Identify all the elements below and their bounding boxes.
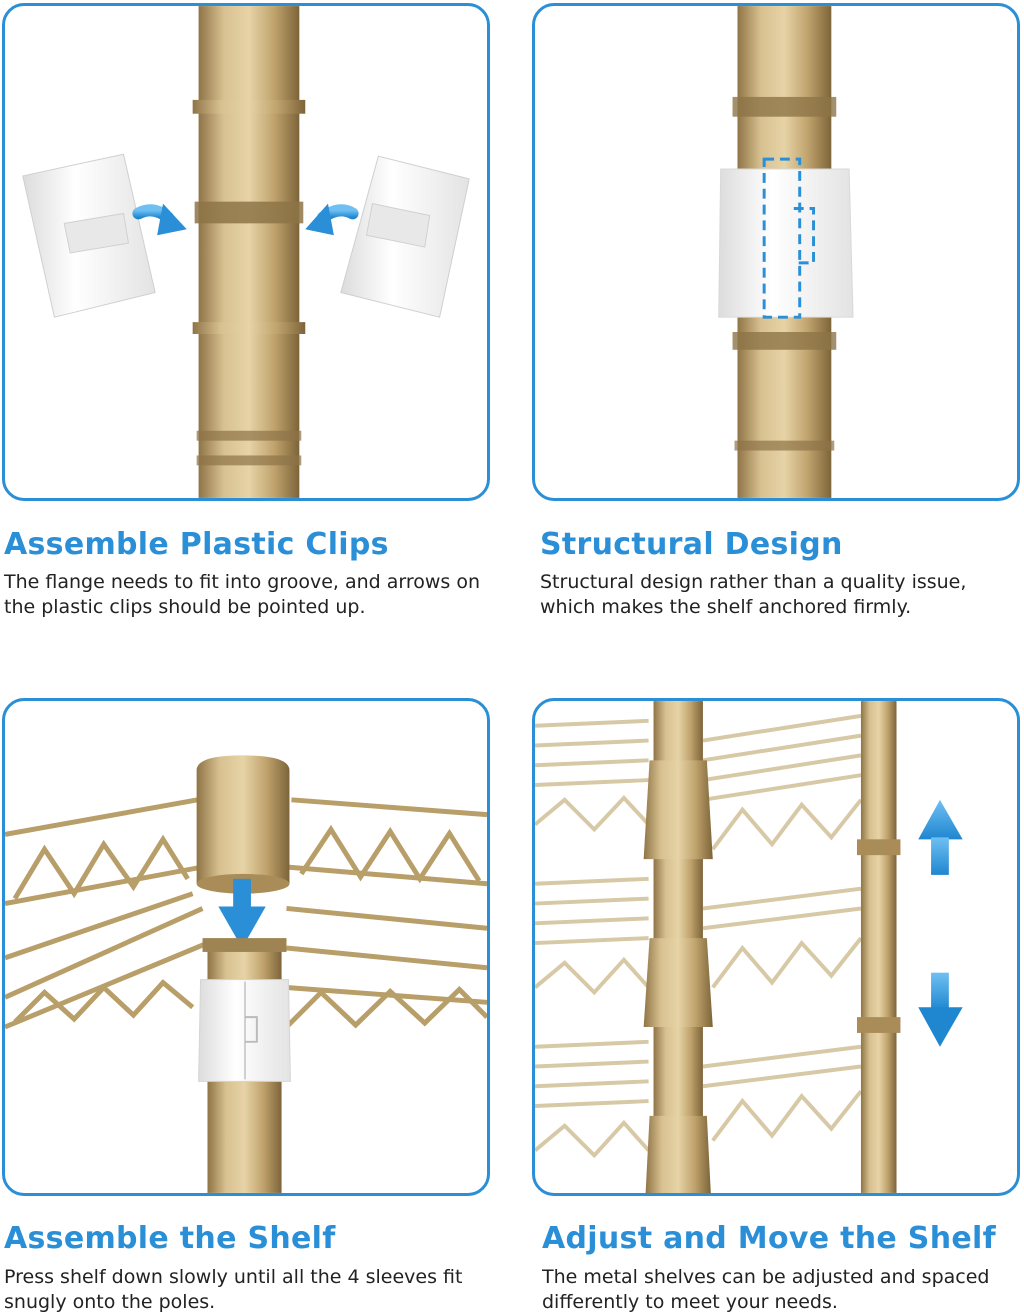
arrow-right-icon [132, 203, 187, 236]
panel-adjust-shelf [532, 698, 1020, 1196]
multi-shelf-illustration [535, 701, 963, 1193]
arrow-down-icon [218, 878, 266, 948]
wire-shelves [535, 713, 863, 1159]
panel-3-title: Assemble the Shelf [4, 1221, 336, 1256]
back-pole [856, 701, 901, 1193]
panel-assemble-clips [2, 3, 490, 501]
arrow-up-icon [918, 799, 963, 875]
panel-4-title: Adjust and Move the Shelf [542, 1221, 996, 1256]
corner-sleeve [196, 755, 290, 894]
panel-4-description: The metal shelves can be adjusted and sp… [542, 1266, 990, 1313]
arrow-left-icon [305, 203, 359, 236]
panel-assemble-shelf [2, 698, 490, 1196]
pole-with-mounted-clip-illustration [718, 6, 854, 498]
pole-with-clips-illustration [22, 6, 470, 498]
panel-1-title: Assemble Plastic Clips [4, 527, 389, 562]
panel-3-description: Press shelf down slowly until all the 4 … [4, 1266, 463, 1313]
pole-with-clip [198, 938, 291, 1193]
panel-2-description: Structural design rather than a quality … [540, 571, 967, 618]
arrow-down-icon [918, 972, 963, 1047]
left-clip [22, 153, 156, 318]
panel-structural-design [532, 3, 1020, 501]
front-pole [643, 701, 713, 1193]
mounted-clip [718, 157, 854, 319]
wire-shelf [5, 797, 487, 1030]
right-clip [340, 155, 470, 318]
panel-1-description: The flange needs to fit into groove, and… [4, 571, 481, 618]
shelf-corner-illustration [5, 755, 487, 1193]
panel-2-title: Structural Design [540, 527, 843, 562]
